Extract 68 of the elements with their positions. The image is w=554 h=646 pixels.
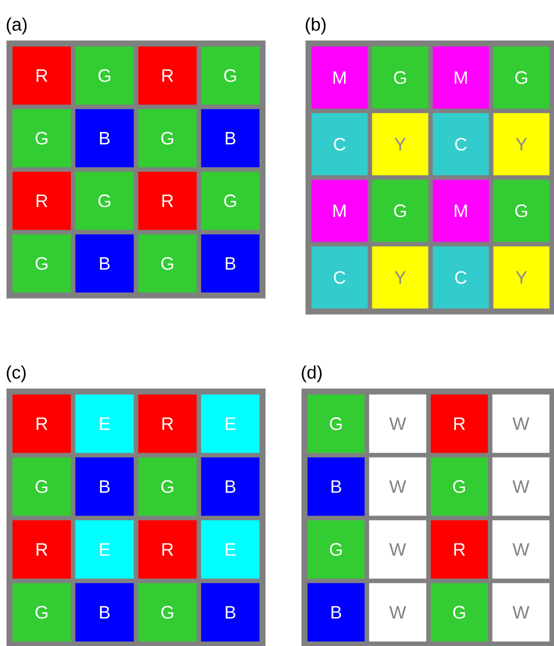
filter-cell: B xyxy=(75,234,134,292)
node-label: (a) xyxy=(6,18,27,34)
filter-cell: W xyxy=(492,583,550,642)
filter-cell: Y xyxy=(372,113,428,176)
filter-cell: G xyxy=(430,457,488,516)
filter-cell: M xyxy=(432,46,489,109)
filter-cell: B xyxy=(75,457,134,516)
filter-cell: Y xyxy=(493,246,550,308)
filter-cell: B xyxy=(308,583,365,642)
filter-cell: G xyxy=(372,180,428,242)
filter-cell: W xyxy=(492,394,550,453)
filter-cell: E xyxy=(75,394,134,453)
filter-cell: C xyxy=(312,246,368,308)
filter-cell: E xyxy=(201,520,260,579)
filter-cell: G xyxy=(430,583,488,642)
filter-cell: G xyxy=(201,46,260,105)
filter-cell: R xyxy=(138,46,197,105)
filter-cell: Y xyxy=(493,113,550,176)
filter-cell: G xyxy=(12,583,71,642)
filter-cell: G xyxy=(138,583,197,642)
filter-cell: G xyxy=(138,234,197,292)
node-label: (b) xyxy=(306,18,326,34)
filter-cell: R xyxy=(430,394,488,453)
filter-cell: W xyxy=(369,520,426,579)
filter-cell: G xyxy=(12,234,71,292)
filter-cell: Y xyxy=(372,246,428,308)
filter-cell: B xyxy=(201,234,260,292)
filter-cell: B xyxy=(201,109,260,168)
filter-cell: R xyxy=(12,172,71,230)
filter-cell: C xyxy=(432,246,489,308)
filter-cell: G xyxy=(372,46,428,109)
filter-cell: E xyxy=(75,520,134,579)
filter-cell: R xyxy=(12,394,71,453)
filter-cell: R xyxy=(138,172,197,230)
filter-cell: R xyxy=(430,520,488,579)
filter-cell: W xyxy=(369,583,426,642)
filter-cell: G xyxy=(308,394,365,453)
filter-cell: G xyxy=(138,109,197,168)
filter-cell: B xyxy=(75,583,134,642)
filter-cell: M xyxy=(312,180,368,242)
filter-cell: R xyxy=(138,394,197,453)
filter-cell: W xyxy=(369,457,426,516)
filter-cell: C xyxy=(432,113,489,176)
filter-cell: G xyxy=(493,46,550,109)
node-label: (d) xyxy=(302,366,322,382)
filter-cell: B xyxy=(75,109,134,168)
filter-cell: G xyxy=(12,109,71,168)
filter-cell: G xyxy=(75,46,134,105)
filter-cell: B xyxy=(201,583,260,642)
filter-cell: G xyxy=(201,172,260,230)
filter-cell: W xyxy=(369,394,426,453)
filter-cell: W xyxy=(492,457,550,516)
filter-cell: G xyxy=(138,457,197,516)
filter-cell: B xyxy=(201,457,260,516)
filter-cell: B xyxy=(308,457,365,516)
filter-cell: G xyxy=(12,457,71,516)
filter-cell: M xyxy=(432,180,489,242)
filter-cell: R xyxy=(12,520,71,579)
filter-cell: G xyxy=(75,172,134,230)
filter-cell: R xyxy=(12,46,71,105)
node-label: (c) xyxy=(6,366,26,382)
filter-cell: G xyxy=(493,180,550,242)
filter-cell: G xyxy=(308,520,365,579)
filter-cell: E xyxy=(201,394,260,453)
filter-cell: C xyxy=(312,113,368,176)
filter-cell: M xyxy=(312,46,368,109)
filter-cell: R xyxy=(138,520,197,579)
filter-cell: W xyxy=(492,520,550,579)
